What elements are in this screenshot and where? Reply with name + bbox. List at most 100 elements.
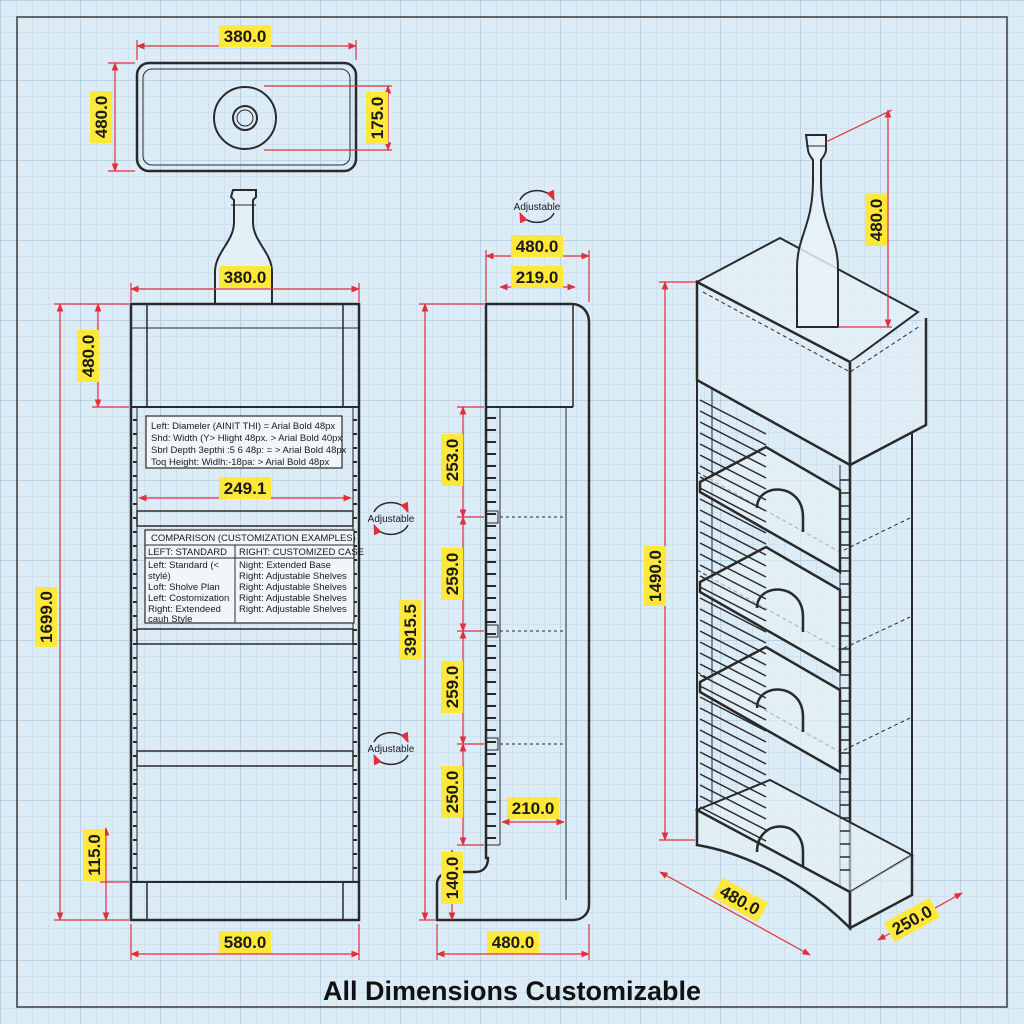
- adjustable-label: Adjustable: [368, 744, 415, 755]
- footer-caption: All Dimensions Customizable: [322, 976, 702, 1006]
- isometric-view: [694, 134, 928, 932]
- rear-slat: [699, 553, 767, 589]
- svg-text:249.1: 249.1: [224, 479, 267, 498]
- adjustable-badge-top: Adjustable: [514, 189, 561, 224]
- rear-slat: [699, 432, 767, 468]
- dim-label-iso-bottle-h: 480.0: [865, 194, 887, 246]
- svg-text:480.0: 480.0: [867, 199, 886, 242]
- rear-slat: [699, 399, 767, 435]
- svg-text:480.0: 480.0: [516, 237, 559, 256]
- svg-text:253.0: 253.0: [443, 439, 462, 482]
- dim-label-side-shelf1: 253.0: [441, 434, 463, 486]
- rear-slat: [699, 652, 767, 688]
- comparison-left-header: LEFT: STANDARD: [148, 547, 227, 558]
- iso-rear-slats: [699, 399, 850, 871]
- dim-label-side-shelf4: 250.0: [441, 766, 463, 818]
- top-view-dimension-lines: [108, 40, 392, 172]
- rear-slat: [699, 542, 767, 578]
- rear-slat: [699, 454, 767, 490]
- comparison-left-row: Loft: Sholve Plan: [148, 582, 220, 593]
- spec-note-box: Left: Diameler (AINIT THI) = Arial Bold …: [145, 415, 347, 469]
- rear-slat: [699, 575, 767, 611]
- svg-text:480.0: 480.0: [79, 335, 98, 378]
- svg-text:175.0: 175.0: [368, 97, 387, 140]
- comparison-right-row: Right: Adjustable Shelves: [239, 593, 347, 604]
- dim-label-side-base-h: 140.0: [441, 852, 463, 904]
- rear-slat: [699, 421, 767, 457]
- rear-slat: [699, 641, 767, 677]
- dim-label-front-base-h: 115.0: [83, 829, 105, 881]
- dim-label-front-width-top: 380.0: [219, 266, 271, 288]
- svg-text:250.0: 250.0: [443, 771, 462, 814]
- spec-note-line: Sbrl Depth 3epthi :5 6 48p: = > Arial Bo…: [151, 445, 347, 456]
- svg-text:210.0: 210.0: [512, 799, 555, 818]
- dim-label-side-base-depth: 480.0: [487, 931, 539, 953]
- svg-text:380.0: 380.0: [224, 27, 267, 46]
- dim-label-front-inner-width: 249.1: [219, 477, 271, 499]
- comparison-right-row: Right: Adjustable Shelves: [239, 604, 347, 615]
- spec-note-line: Left: Diameler (AINIT THI) = Arial Bold …: [151, 421, 335, 432]
- comparison-left-row: stylé): [148, 571, 171, 582]
- dim-label-side-total-h: 3915.5: [399, 600, 421, 660]
- comparison-left-row: Right: Extendeed: [148, 604, 221, 615]
- dim-label-side-shelf-depth: 210.0: [507, 797, 559, 819]
- dim-label-top-width: 380.0: [219, 25, 271, 47]
- dim-label-front-base-width: 580.0: [219, 931, 271, 953]
- drawing-frame: [16, 16, 1008, 1008]
- rear-slat: [699, 586, 767, 622]
- rear-slat: [699, 630, 767, 666]
- adjustable-label: Adjustable: [368, 514, 415, 525]
- rear-slat: [699, 795, 767, 831]
- rear-slat: [699, 685, 767, 721]
- comparison-right-row: Night: Extended Base: [239, 560, 331, 571]
- side-peg-holes: [487, 417, 496, 839]
- svg-text:259.0: 259.0: [443, 666, 462, 709]
- svg-text:140.0: 140.0: [443, 857, 462, 900]
- dim-label-iso-depth: 480.0: [711, 877, 769, 923]
- rear-slat: [699, 520, 767, 556]
- svg-text:580.0: 580.0: [224, 933, 267, 952]
- svg-text:480.0: 480.0: [492, 933, 535, 952]
- dim-label-top-diameter: 175.0: [366, 92, 388, 144]
- svg-text:115.0: 115.0: [85, 834, 104, 876]
- rear-slat: [699, 773, 767, 809]
- top-view: [135, 61, 358, 173]
- rear-slat: [699, 531, 767, 567]
- rear-slat: [699, 762, 767, 798]
- comparison-right-row: Right: Adjustable Shelves: [239, 582, 347, 593]
- comparison-right-header: RIGHT: CUSTOMIZED CASE: [239, 547, 364, 558]
- comparison-title: COMPARISON (CUSTOMIZATION EXAMPLES): [151, 533, 356, 544]
- rear-slat: [699, 696, 767, 732]
- comparison-left-row: cauh Style: [148, 614, 192, 625]
- spec-note-line: Toq Height: Widlh:-18pa: > Arial Bold 48…: [151, 457, 329, 468]
- rear-slat: [699, 619, 767, 655]
- comparison-right-row: Right: Adjustable Shelves: [239, 571, 347, 582]
- comparison-left-row: Left: Costomization: [148, 593, 229, 604]
- rear-slat: [699, 751, 767, 787]
- rear-slat: [699, 476, 767, 512]
- adjustable-badge-lower: Adjustable: [368, 731, 415, 766]
- dim-label-top-depth: 480.0: [90, 91, 112, 143]
- rear-slat: [699, 729, 767, 765]
- comparison-table: COMPARISON (CUSTOMIZATION EXAMPLES) LEFT…: [144, 529, 364, 625]
- rear-slat: [699, 564, 767, 600]
- rear-slat: [699, 674, 767, 710]
- front-shelf-peg-holes: [133, 419, 357, 869]
- dim-label-side-inner-depth: 219.0: [511, 266, 563, 288]
- rear-slat: [699, 608, 767, 644]
- svg-text:3915.5: 3915.5: [401, 604, 420, 656]
- svg-text:259.0: 259.0: [443, 553, 462, 596]
- adjustable-label: Adjustable: [514, 202, 561, 213]
- svg-text:219.0: 219.0: [516, 268, 559, 287]
- rear-slat: [699, 498, 767, 534]
- side-view: [435, 302, 591, 922]
- dim-label-side-shelf3: 259.0: [441, 661, 463, 713]
- rear-slat: [699, 740, 767, 776]
- dim-label-front-total-h: 1699.0: [35, 587, 57, 647]
- rear-slat: [699, 784, 767, 820]
- svg-text:480.0: 480.0: [92, 96, 111, 139]
- rear-slat: [699, 487, 767, 523]
- svg-text:1699.0: 1699.0: [37, 591, 56, 643]
